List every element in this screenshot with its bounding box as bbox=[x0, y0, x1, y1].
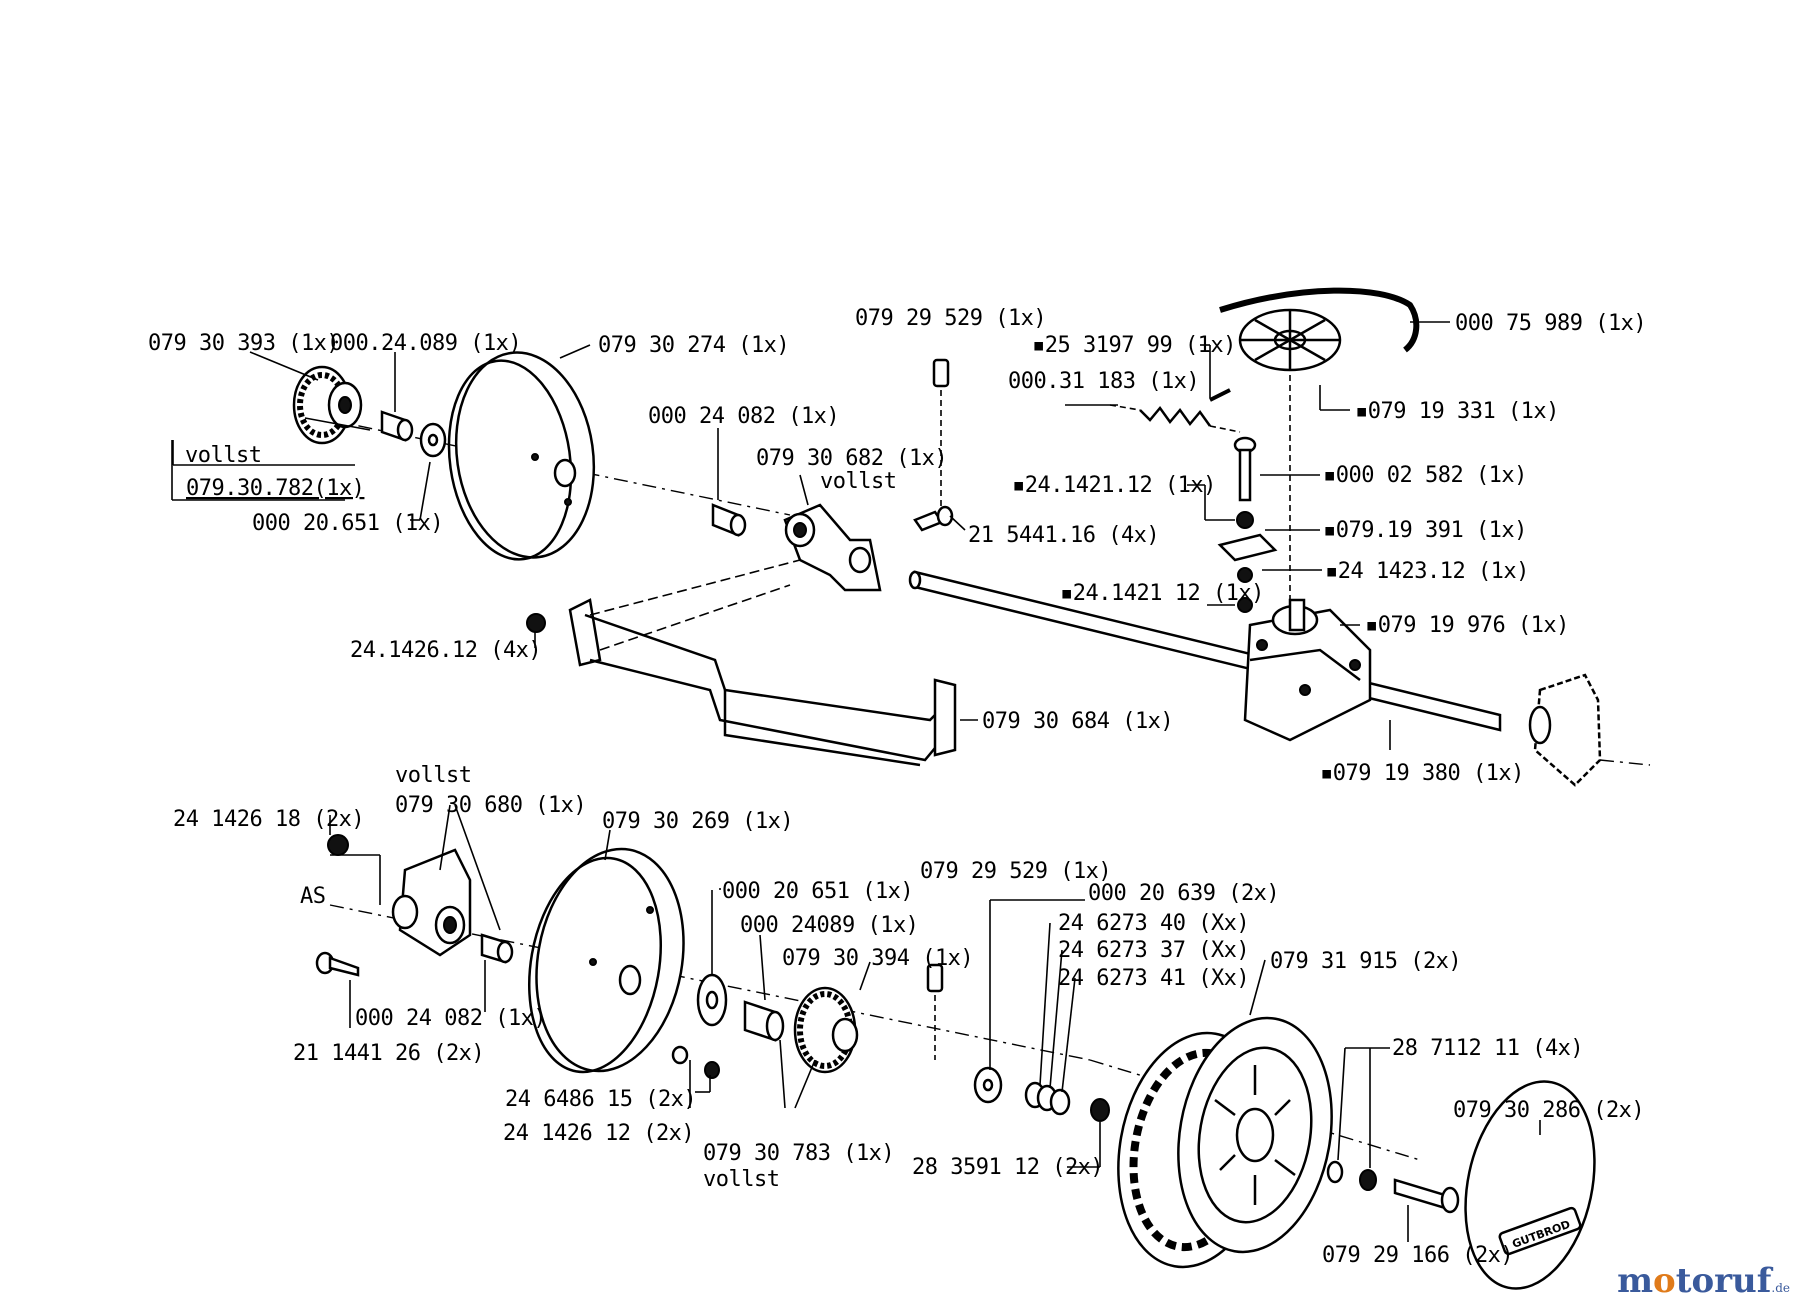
frame-part-upper bbox=[568, 559, 957, 767]
label-079-30-684: 079 30 684 (1x) bbox=[982, 709, 1173, 734]
label-24-6273-40: 24 6273 40 (Xx) bbox=[1058, 911, 1249, 936]
label-000-24-082-upper: 000 24 082 (1x) bbox=[648, 404, 839, 429]
nut-part-lower bbox=[327, 834, 349, 856]
label-079-19-976: ▪079 19 976 (1x) bbox=[1365, 613, 1569, 638]
gear-part-lower bbox=[793, 986, 859, 1074]
washer-part-right bbox=[1326, 1160, 1377, 1191]
label-vollst-lower-left: vollst bbox=[395, 763, 471, 788]
label-24-6273-37: 24 6273 37 (Xx) bbox=[1058, 938, 1249, 963]
label-000-02-582: ▪000 02 582 (1x) bbox=[1323, 463, 1527, 488]
gear-part-upper bbox=[292, 365, 363, 445]
label-079-30-782: 079.30.782(1x) bbox=[186, 476, 364, 501]
label-24-1426-18: 24 1426 18 (2x) bbox=[173, 807, 364, 832]
label-079-30-269: 079 30 269 (1x) bbox=[602, 809, 793, 834]
axle-bolt-part bbox=[1393, 1178, 1460, 1214]
part-labels: 079 30 393 (1x) 000.24.089 (1x) 079 30 2… bbox=[148, 306, 1647, 1268]
watermark-text-c: toruf bbox=[1675, 1261, 1772, 1301]
watermark-text-b: o bbox=[1653, 1261, 1676, 1301]
washer-part-lower bbox=[696, 973, 728, 1027]
label-25-3197-99: ▪25 3197 99 (1x) bbox=[1032, 333, 1236, 358]
label-24-6273-41: 24 6273 41 (Xx) bbox=[1058, 966, 1249, 991]
shim-stack-part bbox=[1024, 1081, 1071, 1116]
label-079-30-286: 079 30 286 (2x) bbox=[1453, 1098, 1644, 1123]
label-vollst-upper-left: vollst bbox=[185, 443, 261, 468]
label-000-31-183: 000.31 183 (1x) bbox=[1008, 369, 1199, 394]
bolt-part-upper bbox=[913, 505, 954, 532]
label-24-1426-12-lower: 24 1426 12 (2x) bbox=[503, 1121, 694, 1146]
label-vollst-lower-mid: vollst bbox=[703, 1167, 779, 1192]
label-079-29-529-lower: 079 29 529 (1x) bbox=[920, 859, 1111, 884]
label-079-19-391: ▪079.19 391 (1x) bbox=[1323, 518, 1527, 543]
nut-part-upper bbox=[526, 613, 546, 633]
nut-part-vertical-3 bbox=[1237, 597, 1253, 613]
bushing-part-upper-2 bbox=[711, 503, 747, 537]
wheel-part bbox=[1117, 1016, 1333, 1269]
disc-part-lower bbox=[527, 847, 685, 1074]
label-21-5441-16: 21 5441.16 (4x) bbox=[968, 523, 1159, 548]
clip-part-upper bbox=[932, 358, 950, 388]
label-vollst-upper-mid: vollst bbox=[820, 469, 896, 494]
pulley-part bbox=[1238, 308, 1342, 372]
gearbox-part bbox=[1243, 598, 1372, 742]
small-washer-pair bbox=[671, 1045, 720, 1079]
label-21-1441-26: 21 1441 26 (2x) bbox=[293, 1041, 484, 1066]
label-000-20-639: 000 20 639 (2x) bbox=[1088, 881, 1279, 906]
label-079-29-529-upper: 079 29 529 (1x) bbox=[855, 306, 1046, 331]
label-as: AS bbox=[300, 884, 326, 909]
hub-cap-part: GUTBROD bbox=[1464, 1080, 1596, 1290]
label-24-1423-12: ▪24 1423.12 (1x) bbox=[1325, 559, 1529, 584]
label-079-30-394: 079 30 394 (1x) bbox=[782, 946, 973, 971]
bushing-part-upper bbox=[380, 410, 414, 442]
label-079-30-682: 079 30 682 (1x) bbox=[756, 446, 947, 471]
key-part bbox=[1209, 388, 1231, 402]
nut-part-vertical-2 bbox=[1237, 567, 1253, 583]
bolt-part-vertical bbox=[1233, 436, 1257, 502]
bushing-part-lower bbox=[480, 933, 514, 964]
label-000-20-651-lower: 000 20 651 (1x) bbox=[722, 879, 913, 904]
disc-part-upper bbox=[447, 351, 596, 561]
label-24-1426-12-upper: 24.1426.12 (4x) bbox=[350, 638, 541, 663]
washer-part-upper bbox=[419, 422, 447, 458]
label-000-24089-lower: 000 24089 (1x) bbox=[740, 913, 918, 938]
leader-lines bbox=[172, 321, 1541, 1242]
label-079-19-331: ▪079 19 331 (1x) bbox=[1355, 399, 1559, 424]
label-28-7112-11: 28 7112 11 (4x) bbox=[1392, 1036, 1583, 1061]
bushing-part-lower-2 bbox=[743, 1000, 785, 1042]
spring-part bbox=[1109, 404, 1241, 433]
belt-part bbox=[1219, 287, 1420, 353]
label-079-29-166: 079 29 166 (2x) bbox=[1322, 1243, 1513, 1268]
label-000-24-089-upper: 000.24.089 (1x) bbox=[330, 331, 521, 356]
label-000-24-082-lower: 000 24 082 (1x) bbox=[355, 1006, 546, 1031]
plate-part-vertical bbox=[1217, 533, 1278, 562]
label-079-19-380: ▪079 19 380 (1x) bbox=[1320, 761, 1524, 786]
label-000-75-989: 000 75 989 (1x) bbox=[1455, 311, 1646, 336]
screw-part-lower bbox=[315, 951, 360, 977]
watermark-suffix: .de bbox=[1771, 1281, 1790, 1295]
label-079-30-680: 079 30 680 (1x) bbox=[395, 793, 586, 818]
nut-part-vertical bbox=[1236, 511, 1254, 529]
small-washer-part bbox=[1090, 1098, 1110, 1122]
label-24-6486-15: 24 6486 15 (2x) bbox=[505, 1087, 696, 1112]
label-24-1421-12-a: ▪24.1421.12 (1x) bbox=[1012, 473, 1216, 498]
bracket-part-lower bbox=[391, 848, 472, 957]
label-079-30-783: 079 30 783 (1x) bbox=[703, 1141, 894, 1166]
washer-part-lower-2 bbox=[973, 1066, 1003, 1104]
label-000-20-651-upper: 000 20.651 (1x) bbox=[252, 511, 443, 536]
clip-part-lower bbox=[926, 963, 944, 993]
motoruf-watermark: motoruf.de bbox=[1617, 1261, 1790, 1301]
right-hub-part-upper bbox=[1528, 673, 1651, 787]
label-28-3591-12: 28 3591 12 (2x) bbox=[912, 1155, 1103, 1180]
label-079-30-274: 079 30 274 (1x) bbox=[598, 333, 789, 358]
label-079-31-915: 079 31 915 (2x) bbox=[1270, 949, 1461, 974]
bracket-part-upper bbox=[783, 503, 882, 592]
label-079-30-393: 079 30 393 (1x) bbox=[148, 331, 339, 356]
watermark-text-a: m bbox=[1617, 1261, 1654, 1301]
label-24-1421-12-b: ▪24.1421 12 (1x) bbox=[1060, 581, 1264, 606]
